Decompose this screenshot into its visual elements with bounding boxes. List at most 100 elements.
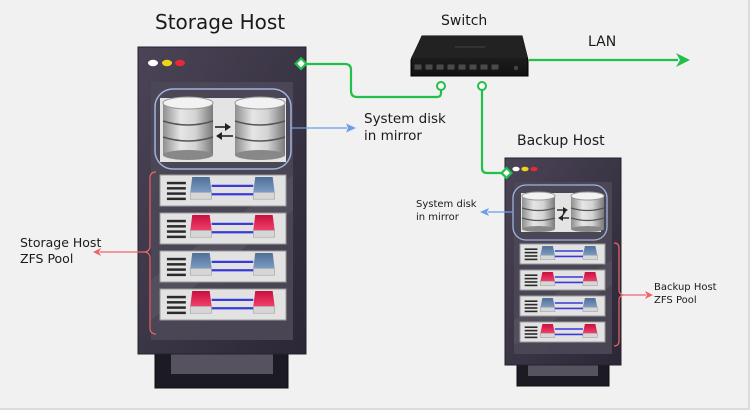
switch-title: Switch: [441, 13, 488, 29]
led-white-icon: [148, 59, 158, 67]
vent-line: [166, 257, 186, 261]
ethernet-port-icon: [446, 63, 456, 71]
vent-line: [524, 336, 538, 339]
storage-host-stand: [171, 352, 273, 374]
led-yellow-icon: [162, 59, 172, 67]
arrow-left-icon: [93, 248, 101, 256]
led-red-icon: [530, 166, 538, 172]
system-disk-group-outline: [154, 88, 292, 170]
pool-drive-tray[interactable]: [519, 269, 606, 291]
storage-host-link: [301, 62, 443, 99]
vent-line: [166, 295, 186, 299]
vent-line: [524, 333, 538, 335]
backup-host-system-disks[interactable]: [512, 184, 608, 241]
pool-drive-tray[interactable]: [519, 243, 606, 265]
arrow-right-icon: [346, 123, 356, 133]
led-white-icon: [512, 166, 520, 172]
led-yellow-icon: [521, 166, 529, 172]
led-red-icon: [175, 59, 185, 67]
backup-host-zfs-pool[interactable]: [519, 243, 606, 343]
hard-drive-icon: [252, 215, 275, 238]
ethernet-port-icon: [457, 63, 467, 71]
ethernet-port-icon: [468, 63, 478, 71]
ethernet-port-icon: [435, 63, 445, 71]
backup-system-disk-label-line1: System disk: [416, 199, 477, 210]
vent-line: [524, 307, 538, 309]
storage-host-zfs-pool[interactable]: [159, 174, 287, 321]
vent-line: [524, 258, 538, 261]
vent-line: [166, 197, 186, 201]
pool-drive-tray[interactable]: [159, 250, 287, 283]
lan-arrow-icon: [676, 53, 690, 67]
backup-host-link: [480, 89, 506, 175]
storage-host-rack[interactable]: [137, 46, 307, 389]
storage-host-nic-icon: [294, 56, 308, 71]
vent-line: [524, 248, 538, 250]
vent-line: [166, 181, 186, 185]
hard-drive-icon: [189, 215, 212, 238]
database-disk-icon: [234, 96, 286, 160]
hard-drive-icon: [540, 246, 556, 260]
ethernet-port-icon: [424, 63, 434, 71]
vent-line: [166, 230, 186, 233]
arrow-left-icon: [480, 208, 489, 216]
storage-host-glare: [151, 175, 293, 320]
hard-drive-icon: [252, 177, 275, 200]
vent-line: [524, 329, 538, 332]
vent-line: [166, 311, 186, 315]
network-switch[interactable]: [410, 35, 529, 77]
backup-host-nic-icon: [499, 166, 514, 180]
vent-line: [166, 273, 186, 277]
pool-drive-tray[interactable]: [159, 288, 287, 321]
storage-system-disk-label-line1: System disk: [364, 111, 446, 127]
storage-host-status-leds: [148, 59, 185, 67]
backup-host-status-leds: [512, 166, 538, 172]
storage-host-title: Storage Host: [155, 10, 286, 34]
vent-line: [166, 187, 186, 190]
backup-pool-arrow: [623, 291, 653, 299]
switch-ports: [413, 63, 500, 71]
storage-host-system-disks[interactable]: [154, 88, 292, 170]
pool-drive-tray[interactable]: [159, 212, 287, 245]
hard-drive-icon: [582, 324, 598, 338]
vent-line: [524, 274, 538, 276]
storage-system-disk-label-line2: in mirror: [364, 127, 422, 144]
vent-line: [166, 306, 186, 309]
switch-port-connector-icon: [436, 81, 446, 91]
vent-line: [166, 219, 186, 223]
storage-pool-label-line2: ZFS Pool: [20, 250, 74, 266]
storage-system-disk-arrow: [291, 123, 356, 133]
pool-drive-tray[interactable]: [159, 174, 287, 207]
hard-drive-icon: [540, 298, 556, 312]
hard-drive-icon: [540, 324, 556, 338]
storage-pool-arrow: [93, 248, 145, 256]
hard-drive-icon: [189, 253, 212, 276]
sync-arrows-icon: [215, 123, 233, 140]
backup-system-disk-arrow: [480, 208, 513, 216]
hard-drive-icon: [252, 291, 275, 314]
vent-line: [524, 255, 538, 257]
hard-drive-icon: [189, 291, 212, 314]
network-links: [301, 58, 678, 175]
pool-drive-tray[interactable]: [519, 321, 606, 343]
switch-power-port: [513, 65, 519, 71]
backup-host-rack[interactable]: [504, 157, 624, 387]
pool-drive-tray[interactable]: [519, 295, 606, 317]
vent-line: [166, 192, 186, 195]
hard-drive-icon: [252, 253, 275, 276]
vent-line: [524, 251, 538, 254]
hard-drive-icon: [582, 298, 598, 312]
storage-system-disk-label: System disk in mirror: [364, 111, 446, 145]
backup-system-disk-label: System disk in mirror: [416, 199, 477, 224]
ethernet-port-icon: [479, 63, 489, 71]
hard-drive-icon: [189, 177, 212, 200]
backup-pool-label: Backup Host ZFS Pool: [654, 282, 717, 307]
vent-line: [166, 235, 186, 239]
hard-drive-icon: [582, 272, 598, 286]
vent-line: [166, 301, 186, 304]
sync-arrows-icon: [557, 207, 569, 221]
storage-pool-label-line1: Storage Host: [20, 235, 102, 250]
database-disk-icon: [162, 96, 214, 160]
